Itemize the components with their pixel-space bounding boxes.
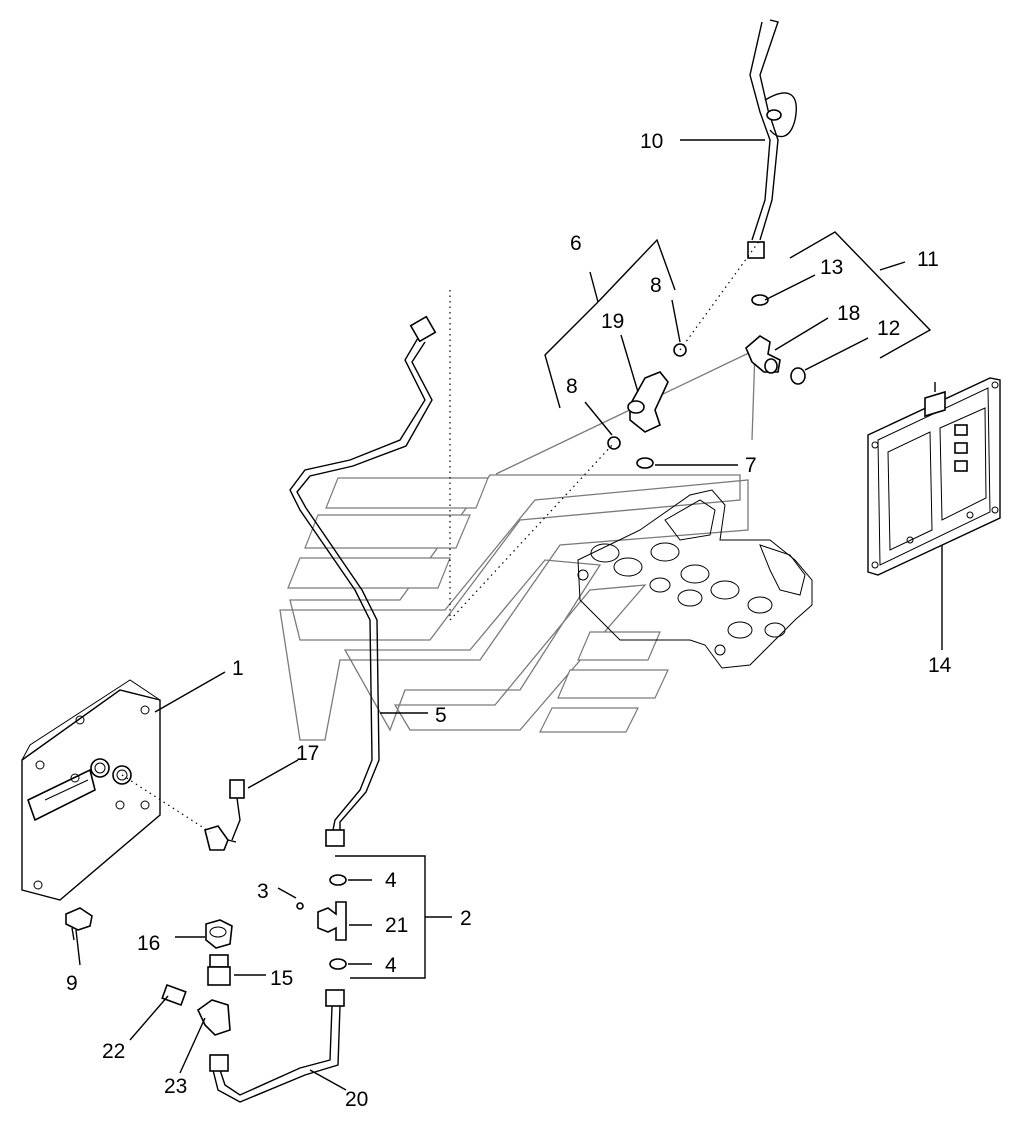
callout-8-upper: 8: [650, 274, 662, 297]
callout-numbers: 1 2 3 4 4 5 6 7 8 8 9 10 11 12 13 14 15 …: [66, 130, 952, 1111]
callout-11: 11: [917, 248, 939, 271]
phantom-flow-arrows: [279, 349, 756, 741]
elbow-18: [745, 335, 781, 374]
callout-5: 5: [435, 704, 447, 727]
callout-1: 1: [232, 657, 244, 680]
callout-4-upper: 4: [385, 869, 397, 892]
callout-21: 21: [385, 914, 408, 937]
fitting-19: [627, 371, 669, 433]
callout-3: 3: [257, 880, 269, 903]
callout-16: 16: [137, 932, 160, 955]
control-plate: [867, 377, 1001, 576]
leader-lines: [75, 139, 943, 1091]
elbow-23: [196, 999, 231, 1036]
callout-6: 6: [570, 232, 582, 255]
callout-20: 20: [345, 1088, 368, 1111]
callout-22: 22: [102, 1040, 125, 1063]
callout-9: 9: [66, 972, 78, 995]
callout-17: 17: [296, 742, 319, 765]
tube-5: [289, 315, 437, 847]
cover-plate: [21, 679, 161, 901]
fitting-22: [161, 983, 187, 1007]
callout-10: 10: [640, 130, 663, 153]
callout-4-lower: 4: [385, 954, 397, 977]
callout-8-lower: 8: [566, 375, 578, 398]
callout-19: 19: [601, 310, 624, 333]
assembly-lines: [121, 239, 761, 833]
callout-23: 23: [164, 1075, 187, 1098]
tee-fitting-21: [317, 901, 347, 941]
callout-14: 14: [928, 654, 952, 677]
callout-18: 18: [837, 302, 860, 325]
fitting-15: [207, 954, 231, 986]
sensor-17: [204, 779, 245, 851]
tube-10: [747, 19, 797, 259]
callout-7: 7: [745, 454, 757, 477]
tube-20: [209, 989, 345, 1103]
valve-body: [577, 489, 813, 669]
callout-13: 13: [820, 256, 843, 279]
callout-15: 15: [270, 967, 293, 990]
bolt-9: [65, 907, 93, 941]
callout-12: 12: [877, 317, 900, 340]
callout-2: 2: [460, 907, 472, 930]
cap-16: [205, 919, 233, 949]
